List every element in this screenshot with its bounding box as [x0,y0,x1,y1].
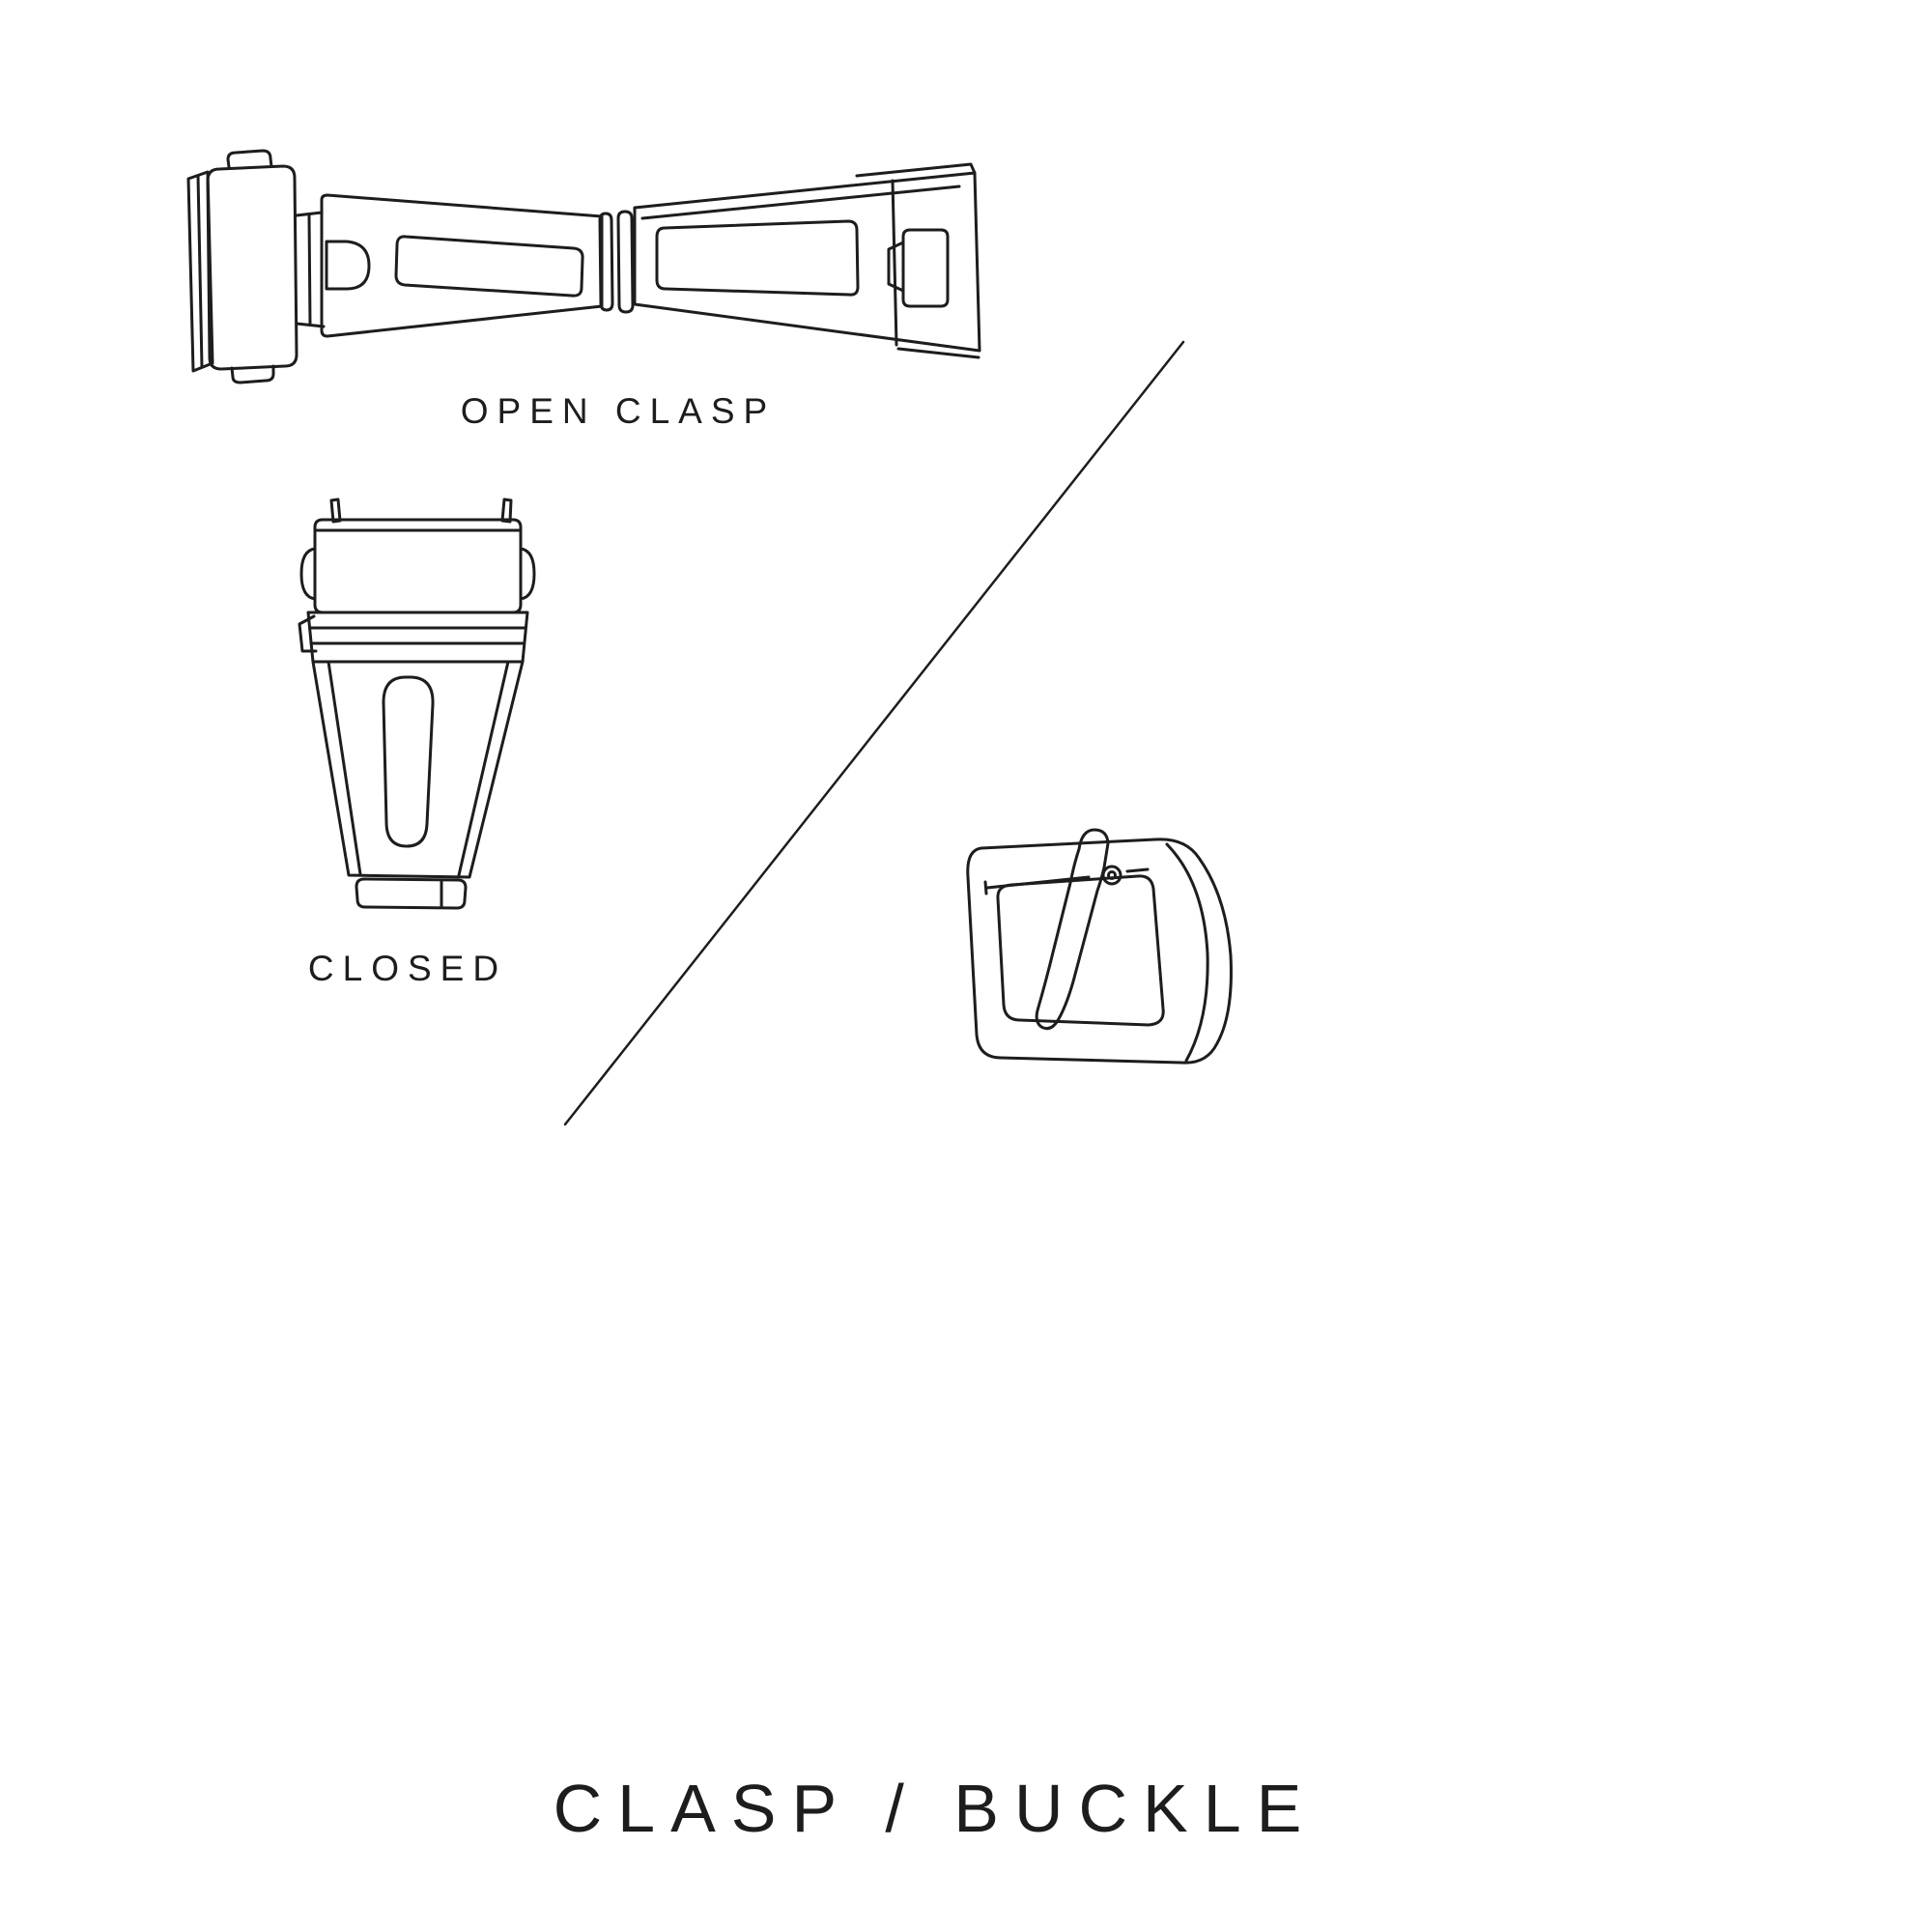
open-clasp-label: OPEN CLASP [460,391,777,431]
tang-buckle-illustration [966,828,1233,1065]
open-clasp-illustration [186,149,981,384]
page-title: CLASP / BUCKLE [553,1771,1318,1846]
closed-clasp-illustration [298,497,536,910]
diagonal-divider-line [563,340,1185,1126]
closed-clasp-label: CLOSED [307,949,508,988]
